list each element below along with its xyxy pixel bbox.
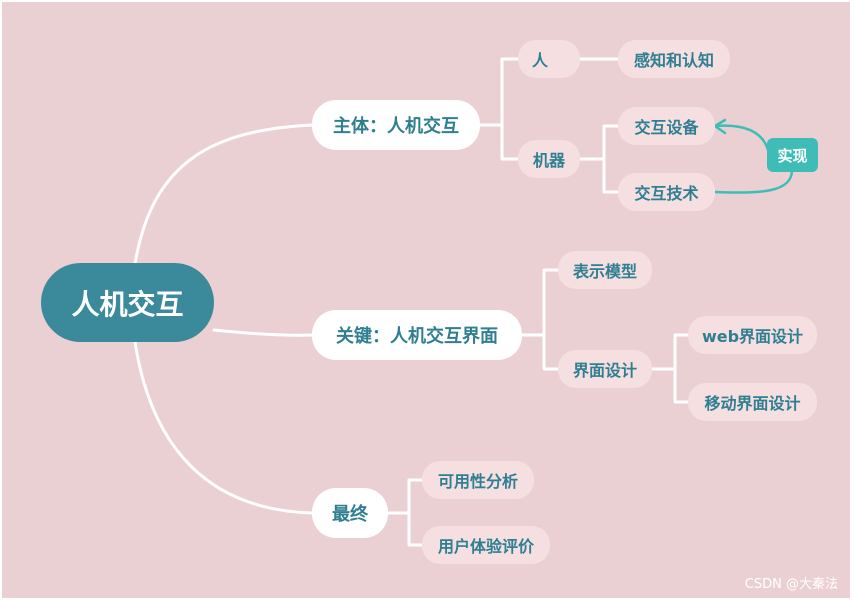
link-subject-split <box>478 57 520 161</box>
link-machine-split <box>578 124 620 194</box>
node-mobile-interface-design[interactable]: 移动界面设计 <box>688 383 817 421</box>
node-interface-design[interactable]: 界面设计 <box>558 350 652 388</box>
branch-subject[interactable]: 主体：人机交互 <box>312 100 480 150</box>
node-perception-cognition[interactable]: 感知和认知 <box>618 40 730 78</box>
node-usability-analysis[interactable]: 可用性分析 <box>422 461 534 499</box>
link-uidesign-split <box>650 333 690 404</box>
link-root-final <box>133 340 314 515</box>
watermark-text: CSDN @大秦法 <box>744 577 838 592</box>
link-key-split <box>520 268 560 371</box>
node-web-interface-design[interactable]: web界面设计 <box>688 316 817 354</box>
node-user-experience-evaluation[interactable]: 用户体验评价 <box>422 526 550 564</box>
node-human[interactable]: 人 <box>518 40 580 78</box>
link-final-split <box>386 478 424 547</box>
relation-arrow-head <box>712 118 727 135</box>
node-machine[interactable]: 机器 <box>518 140 580 178</box>
node-interaction-technique[interactable]: 交互技术 <box>618 173 715 211</box>
branch-final[interactable]: 最终 <box>312 488 388 538</box>
relation-arrow-to-device <box>713 124 770 152</box>
link-root-subject <box>133 123 314 266</box>
node-representation-model[interactable]: 表示模型 <box>558 251 652 289</box>
branch-key[interactable]: 关键：人机交互界面 <box>312 310 522 360</box>
relation-line-from-tech <box>713 168 794 194</box>
link-root-key <box>212 328 314 337</box>
relation-label[interactable]: 实现 <box>767 138 818 172</box>
node-interaction-device[interactable]: 交互设备 <box>618 107 715 145</box>
root-topic[interactable]: 人机交互 <box>41 263 214 342</box>
